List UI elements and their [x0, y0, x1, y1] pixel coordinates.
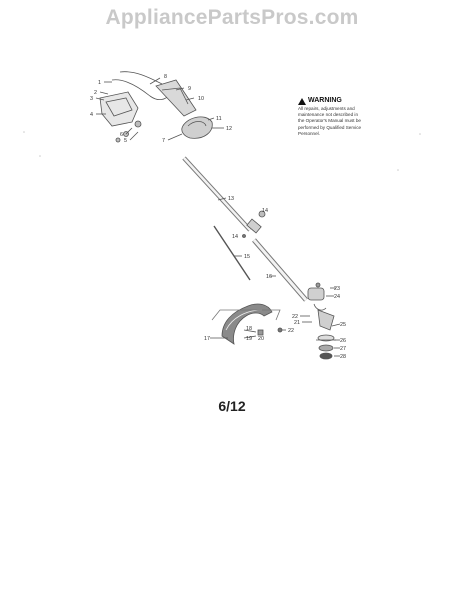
gear-head — [307, 287, 325, 301]
grip-half — [155, 79, 197, 117]
callout-7: 7 — [162, 138, 165, 144]
callout-15: 15 — [244, 254, 250, 260]
callout-3: 3 — [90, 96, 93, 102]
callout-28: 28 — [340, 354, 346, 360]
warning-triangle-icon — [298, 98, 306, 105]
leader-line — [95, 97, 105, 101]
shaft-coupler — [246, 218, 262, 234]
screw-part — [115, 137, 121, 143]
callout-14b: 14 — [232, 234, 238, 240]
coupler-pin — [242, 234, 246, 238]
callout-13: 13 — [228, 196, 234, 202]
upper-shaft-highlight — [183, 157, 251, 231]
callout-22b: 22 — [288, 328, 294, 334]
handle-housing — [99, 91, 139, 127]
callout-26: 26 — [340, 338, 346, 344]
warning-line: performed by Qualified Service — [298, 124, 362, 130]
callout-4: 4 — [90, 112, 93, 118]
callout-22a: 22 — [292, 314, 298, 320]
engine-cover-detail — [187, 121, 207, 127]
handle-inner — [105, 97, 133, 117]
callout-8: 8 — [164, 74, 167, 80]
throttle-cable — [111, 79, 171, 100]
callout-20: 20 — [258, 336, 264, 342]
callout-18: 18 — [246, 326, 252, 332]
leader-line — [207, 117, 215, 121]
warning-heading: WARNING — [298, 97, 378, 105]
grass-guard — [221, 303, 273, 345]
watermark-logo-text: AppliancePartsPros.com — [105, 6, 359, 29]
gear-screw — [315, 282, 321, 288]
washer — [317, 334, 335, 342]
leader-line — [149, 77, 161, 85]
guard-frame — [211, 309, 281, 321]
callout-19: 19 — [246, 336, 252, 342]
lower-shaft-highlight — [252, 239, 308, 301]
callout-23: 23 — [334, 286, 340, 292]
scan-speck — [397, 169, 399, 171]
scan-speck — [39, 155, 41, 157]
drive-cable — [213, 225, 251, 281]
callout-9: 9 — [188, 86, 191, 92]
callout-10: 10 — [198, 96, 204, 102]
cable-tube — [119, 71, 163, 85]
guard-screw — [257, 329, 264, 336]
leader-line — [129, 131, 139, 141]
warning-line: All repairs, adjustments and — [298, 106, 355, 111]
spool-knob — [319, 352, 333, 360]
scan-speck — [23, 131, 25, 133]
leader-line — [125, 127, 133, 135]
callout-25: 25 — [340, 322, 346, 328]
warning-line: maintenance not described in — [298, 112, 359, 118]
warning-line: the Operator's Manual must be — [298, 118, 361, 124]
leader-line — [185, 97, 195, 101]
coupler-knob — [258, 210, 266, 218]
screw-part — [134, 120, 142, 128]
callout-27: 27 — [340, 346, 346, 352]
leader-line — [167, 133, 183, 141]
warning-title-text: WARNING — [308, 97, 342, 105]
callout-1: 1 — [98, 80, 101, 86]
callout-6: 6 — [120, 132, 123, 138]
bracket — [317, 309, 335, 331]
leader-line — [217, 197, 227, 201]
callout-numbers: 1 2 3 4 5 6 7 8 9 10 11 12 13 14 14 15 1… — [90, 74, 346, 360]
callout-11: 11 — [216, 116, 222, 122]
callout-5: 5 — [124, 138, 127, 144]
leader-line — [99, 91, 109, 95]
callout-16: 16 — [266, 274, 272, 280]
warning-line: Personnel. — [298, 130, 320, 136]
callout-17: 17 — [204, 336, 210, 342]
callout-2: 2 — [94, 90, 97, 96]
gear-neck — [313, 303, 327, 311]
callout-14a: 14 — [262, 208, 268, 214]
guard-bolt — [277, 327, 283, 333]
grip-detail — [161, 87, 189, 105]
callout-12: 12 — [226, 126, 232, 132]
callout-24: 24 — [334, 294, 340, 300]
callout-21: 21 — [294, 320, 300, 326]
warning-notice: WARNING All repairs, adjustments and mai… — [298, 97, 378, 137]
leader-line — [243, 335, 257, 339]
page-number: 6/12 — [218, 398, 246, 414]
warning-body: All repairs, adjustments and maintenance… — [298, 106, 378, 137]
leader-line — [243, 329, 257, 333]
spool-base — [318, 344, 334, 352]
leader-line — [175, 87, 185, 91]
scan-speck — [419, 133, 421, 135]
leader-line — [331, 323, 341, 327]
engine-cover — [181, 116, 213, 139]
